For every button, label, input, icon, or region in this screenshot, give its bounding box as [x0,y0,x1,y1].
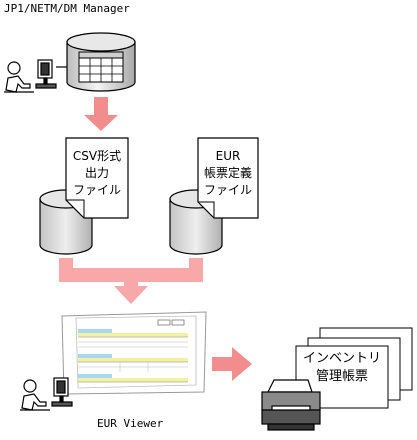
eur-def-label-line1: EUR [215,149,241,163]
report-label: インベントリ 管理帳票 [300,350,384,386]
report-label-line2: 管理帳票 [315,369,368,384]
eur-def-document-label: EUR 帳票定義 ファイル [200,148,256,199]
app-title: JP1/NETM/DM Manager [4,2,130,15]
arrow-right-icon [212,347,252,381]
report-label-line1: インベントリ [302,351,381,366]
eur-viewer-label: EUR Viewer [97,417,164,430]
operator-bottom-icon [20,377,73,411]
csv-label-line2: 出力 [84,166,109,180]
eur-def-label-line3: ファイル [203,183,252,197]
csv-document-icon [65,137,129,219]
database-icon [66,32,136,92]
merge-arrow-icon [59,258,203,304]
eur-def-document-icon [197,137,259,219]
csv-label-line3: ファイル [72,183,121,197]
eur-def-label-line2: 帳票定義 [203,166,252,180]
csv-document-label: CSV形式 出力 ファイル [68,148,126,199]
report-pages-icon [295,327,413,409]
arrow-down-icon [84,97,118,131]
eur-viewer-window [61,311,207,395]
csv-label-line1: CSV形式 [72,149,122,163]
printer-icon [261,379,321,431]
operator-top-icon [4,59,57,93]
